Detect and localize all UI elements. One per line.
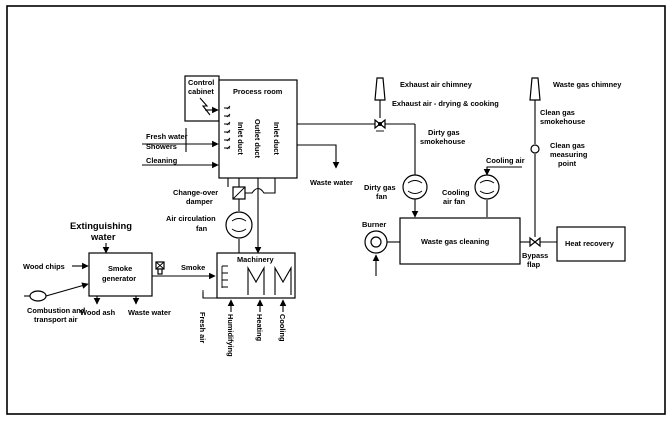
outlet-duct-label: Outlet duct <box>253 119 262 159</box>
dirty-gas-smokehouse-label-2: smokehouse <box>420 137 465 146</box>
process-room-inputs: Fresh water Showers Cleaning <box>142 106 219 169</box>
heat-recovery-label: Heat recovery <box>565 239 615 248</box>
clean-gas-labels: Clean gas smokehouse <box>540 108 585 126</box>
bypass-flap: Bypass flap <box>520 236 557 269</box>
exhaust-air-chimney-label: Exhaust air chimney <box>400 80 473 89</box>
waste-gas-cleaning-label: Waste gas cleaning <box>421 237 490 246</box>
burner: Burner <box>362 220 400 276</box>
machinery: Machinery <box>202 252 296 299</box>
inlet-duct-right-label: Inlet duct <box>272 122 281 155</box>
combustion-air-input: Combustion and transport air <box>24 282 89 324</box>
shower-nozzles <box>224 105 231 150</box>
cooling-label: Cooling <box>278 314 287 342</box>
clean-gas-measuring-label-3: point <box>558 159 577 168</box>
air-circulation-fan-label-2: fan <box>196 224 208 233</box>
smoke-generator-label-1: Smoke <box>108 264 132 273</box>
clean-gas-measuring-label-2: measuring <box>550 150 588 159</box>
dirty-gas-smokehouse-label-1: Dirty gas <box>428 128 460 137</box>
waste-gas-chimney: Waste gas chimney <box>529 77 622 237</box>
change-over-damper-label-1: Change-over <box>173 188 218 197</box>
extinguishing-water: Extinguishing water <box>70 220 132 254</box>
smoke-generator-outputs: Wood ash Waste water <box>80 296 171 317</box>
showers-label: Showers <box>146 142 177 151</box>
wood-ash-label: Wood ash <box>80 308 116 317</box>
control-cabinet: Control cabinet <box>184 75 220 122</box>
change-over-damper-label-2: damper <box>186 197 213 206</box>
smoke-generator: Smoke generator <box>88 252 153 297</box>
extinguishing-water-label-1: Extinguishing <box>70 220 132 231</box>
control-cabinet-label-2: cabinet <box>188 87 214 96</box>
diagram-frame <box>6 5 666 415</box>
dirty-gas-fan: Dirty gas fan <box>364 174 428 201</box>
wood-chips-input: Wood chips <box>23 262 89 271</box>
waste-gas-chimney-label: Waste gas chimney <box>553 80 622 89</box>
bypass-flap-label-1: Bypass <box>522 251 548 260</box>
air-circulation-fan: Air circulation fan <box>166 211 253 239</box>
fresh-air-label: Fresh air <box>198 312 207 343</box>
machinery-label: Machinery <box>237 255 274 264</box>
process-room-label: Process room <box>233 87 283 96</box>
extinguishing-water-label-2: water <box>90 231 116 242</box>
air-circulation-fan-label-1: Air circulation <box>166 214 216 223</box>
clean-gas-measuring-point: Clean gas measuring point <box>530 141 588 168</box>
cooling-air-line: Cooling air <box>483 156 525 217</box>
waste-water-process-label: Waste water <box>310 178 353 187</box>
process-room: Process room Inlet duct Outlet duct Inle… <box>218 79 298 179</box>
cooling-air-label: Cooling air <box>486 156 525 165</box>
heating-coil <box>247 265 265 295</box>
cleaning-label: Cleaning <box>146 156 178 165</box>
clean-gas-measuring-label-1: Clean gas <box>550 141 585 150</box>
bypass-flap-label-2: flap <box>527 260 541 269</box>
fresh-water-label: Fresh water <box>146 132 188 141</box>
waste-water-smoke-label: Waste water <box>128 308 171 317</box>
dirty-gas-fan-label-1: Dirty gas <box>364 183 396 192</box>
cooling-air-fan: Cooling air fan <box>442 174 500 206</box>
heating-label: Heating <box>255 314 264 342</box>
cooling-air-fan-label-1: Cooling <box>442 188 470 197</box>
inlet-duct-left-label: Inlet duct <box>236 122 245 155</box>
heat-recovery: Heat recovery <box>556 226 626 262</box>
exhaust-valve <box>374 118 386 132</box>
process-waste-water: Waste water <box>297 144 353 187</box>
wood-chips-label: Wood chips <box>23 262 65 271</box>
clean-gas-smokehouse-label-2: smokehouse <box>540 117 585 126</box>
smoke-label: Smoke <box>181 263 205 272</box>
control-cabinet-label-1: Control <box>188 78 214 87</box>
exhaust-air-drying-label: Exhaust air - drying & cooking <box>392 99 499 108</box>
combustion-air-label-2: transport air <box>34 315 78 324</box>
combustion-air-label-1: Combustion and <box>27 306 86 315</box>
smoke-generator-label-2: generator <box>102 274 136 283</box>
clean-gas-smokehouse-label-1: Clean gas <box>540 108 575 117</box>
cooling-air-fan-label-2: air fan <box>443 197 466 206</box>
dirty-gas-line: Dirty gas smokehouse <box>411 124 465 218</box>
waste-gas-cleaning: Waste gas cleaning <box>399 217 521 265</box>
exhaust-air-chimney: Exhaust air chimney Exhaust air - drying… <box>374 77 499 118</box>
cooling-coil <box>274 265 292 295</box>
burner-label: Burner <box>362 220 386 229</box>
smoke-line: Smoke <box>152 261 216 280</box>
ducts-process-machinery <box>227 178 276 254</box>
humidifying-label: Humidifying <box>226 314 235 357</box>
dirty-gas-fan-label-2: fan <box>376 192 388 201</box>
machinery-inputs: Fresh air Humidifying Heating Cooling <box>198 292 287 357</box>
